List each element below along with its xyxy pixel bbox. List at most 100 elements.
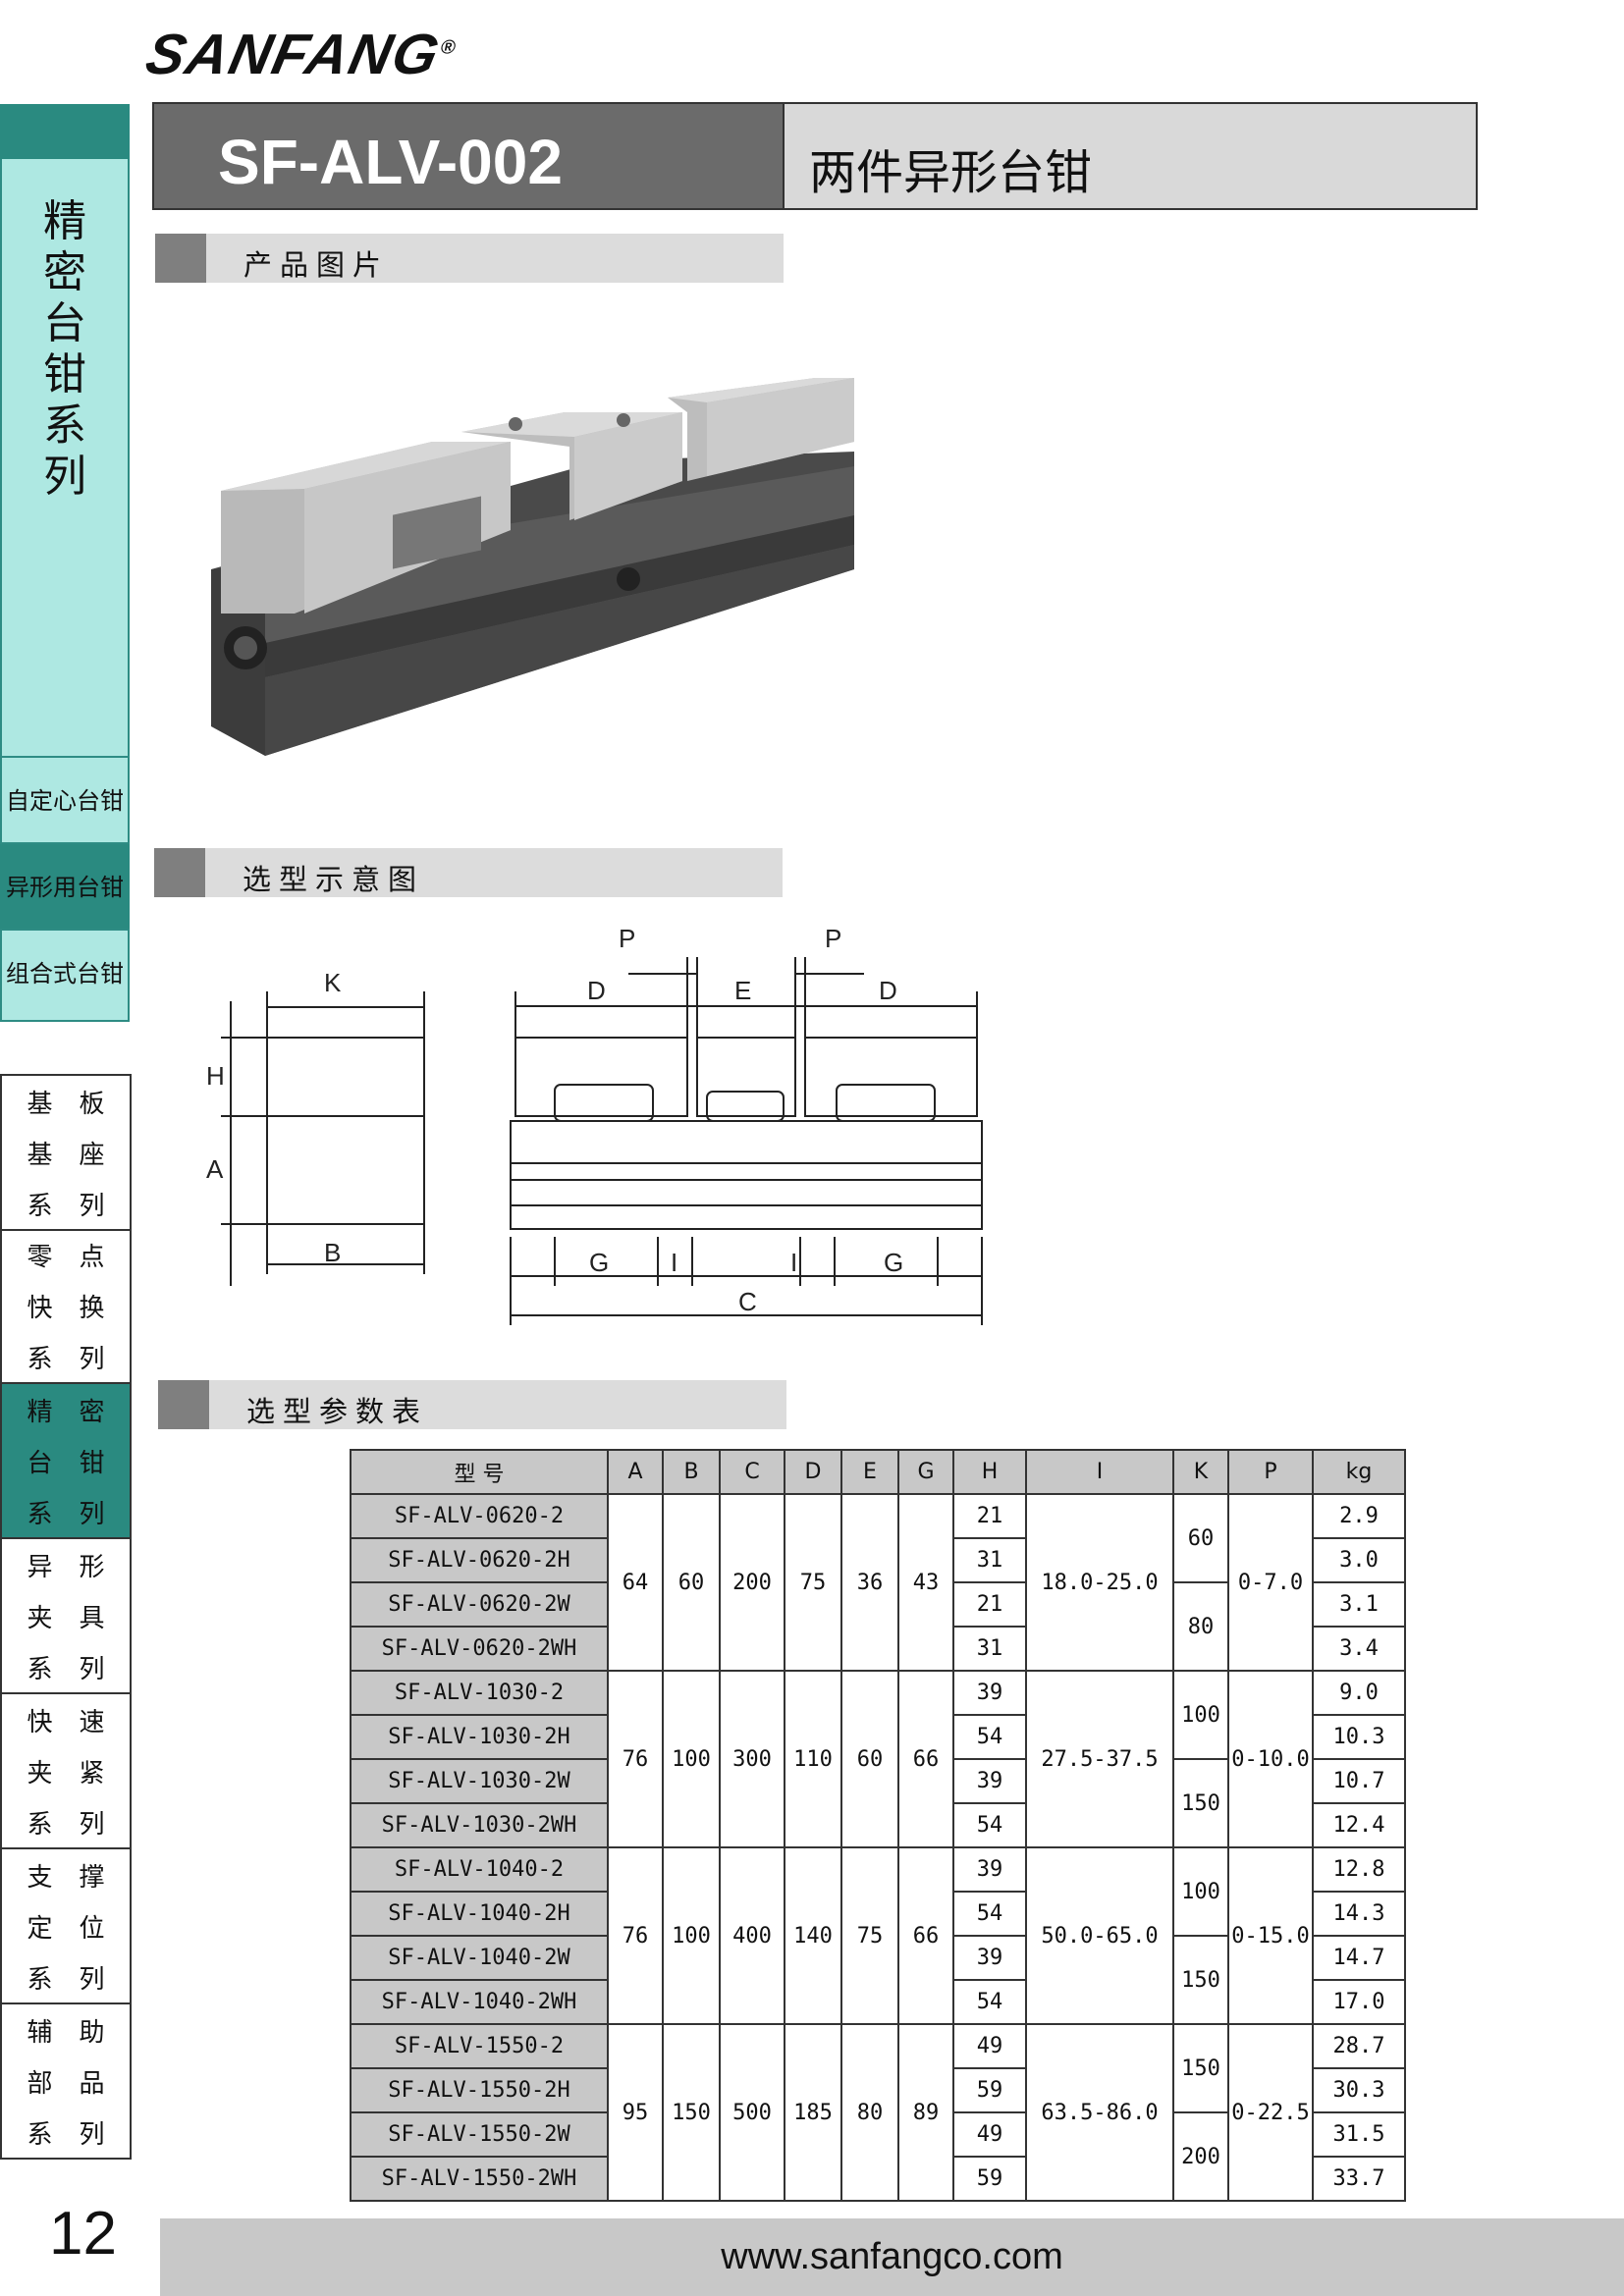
sidebar-item[interactable]: 自定心台钳 <box>0 756 130 842</box>
category-char: 列 <box>79 1344 105 1374</box>
category-char: 基 <box>27 1089 53 1119</box>
category-row: 系列 <box>2 1486 130 1537</box>
section-table: 选型参数表 <box>158 1380 786 1429</box>
table-cell: SF-ALV-1040-2H <box>350 1891 609 1937</box>
sidebar-item[interactable]: 组合式台钳 <box>0 929 130 1015</box>
category-char: 支 <box>27 1862 53 1893</box>
footer-bar: www.sanfangco.com <box>160 2218 1624 2296</box>
table-cell: SF-ALV-1550-2 <box>350 2023 609 2069</box>
category-row: 快速 <box>2 1694 130 1745</box>
category-block[interactable]: 辅助部品系列 <box>0 2004 132 2160</box>
table-cell: 0-10.0 <box>1227 1670 1314 1848</box>
category-row: 定位 <box>2 1900 130 1951</box>
table-cell: 89 <box>897 2023 954 2202</box>
category-row: 零点 <box>2 1229 130 1280</box>
table-header-cell: C <box>719 1449 785 1495</box>
category-char: 系 <box>27 1809 53 1840</box>
table-cell: 31.5 <box>1312 2111 1406 2158</box>
table-cell: 185 <box>784 2023 842 2202</box>
table-cell: 300 <box>719 1670 785 1848</box>
dim-label-i-left: I <box>671 1248 677 1277</box>
category-row: 系列 <box>2 1641 130 1692</box>
category-char: 形 <box>79 1552 105 1582</box>
product-name: 两件异形台钳 <box>783 104 1476 208</box>
dim-label-p-left: P <box>619 924 635 953</box>
dim-label-i-right: I <box>790 1248 797 1277</box>
category-block[interactable]: 快速夹紧系列 <box>0 1694 132 1849</box>
table-cell: 12.8 <box>1312 1846 1406 1893</box>
category-char: 定 <box>27 1913 53 1944</box>
category-block[interactable]: 零点快换系列 <box>0 1229 132 1384</box>
table-cell: 150 <box>1172 2023 1229 2113</box>
table-cell: 200 <box>1172 2111 1229 2202</box>
category-char: 夹 <box>27 1758 53 1789</box>
table-cell: 9.0 <box>1312 1670 1406 1716</box>
table-cell: 49 <box>952 2111 1027 2158</box>
table-cell: 0-22.5 <box>1227 2023 1314 2202</box>
category-block[interactable]: 支撑定位系列 <box>0 1849 132 2004</box>
table-cell: 54 <box>952 1891 1027 1937</box>
category-char: 钳 <box>79 1448 105 1478</box>
table-cell: 66 <box>897 1846 954 2025</box>
table-cell: 200 <box>719 1493 785 1672</box>
category-row: 系列 <box>2 1796 130 1847</box>
table-cell: 3.4 <box>1312 1626 1406 1672</box>
table-cell: 80 <box>1172 1581 1229 1672</box>
table-cell: 10.7 <box>1312 1758 1406 1804</box>
section-diagram: 选型示意图 <box>154 848 783 897</box>
dim-label-g-right: G <box>884 1248 903 1277</box>
section-photo: 产品图片 <box>155 234 784 283</box>
table-header-cell: K <box>1172 1449 1229 1495</box>
category-block[interactable]: 基板基座系列 <box>0 1074 132 1231</box>
dim-label-h: H <box>206 1061 225 1091</box>
table-header-cell: G <box>897 1449 954 1495</box>
table-cell: 49 <box>952 2023 1027 2069</box>
category-char: 辅 <box>27 2017 53 2048</box>
section-diagram-label: 选型示意图 <box>243 863 425 896</box>
category-row: 部品 <box>2 2056 130 2107</box>
table-cell: SF-ALV-1030-2 <box>350 1670 609 1716</box>
table-header-cell: kg <box>1312 1449 1406 1495</box>
table-cell: 64 <box>607 1493 664 1672</box>
table-cell: 0-15.0 <box>1227 1846 1314 2025</box>
table-cell: 59 <box>952 2156 1027 2202</box>
table-cell: 100 <box>1172 1846 1229 1937</box>
dim-label-p-right: P <box>825 924 841 953</box>
table-cell: 150 <box>1172 1758 1229 1848</box>
category-char: 具 <box>79 1603 105 1633</box>
table-cell: 54 <box>952 1802 1027 1848</box>
category-block[interactable]: 异形夹具系列 <box>0 1539 132 1694</box>
dim-label-a: A <box>206 1154 224 1184</box>
table-cell: 80 <box>840 2023 899 2202</box>
table-cell: 36 <box>840 1493 899 1672</box>
footer-url[interactable]: www.sanfangco.com <box>721 2236 1063 2277</box>
table-cell: 110 <box>784 1670 842 1848</box>
section-photo-label: 产品图片 <box>244 248 390 282</box>
sidebar-item[interactable]: 异形用台钳 <box>0 842 130 929</box>
table-cell: 28.7 <box>1312 2023 1406 2069</box>
table-cell: 54 <box>952 1714 1027 1760</box>
table-header-cell: E <box>840 1449 899 1495</box>
dimension-diagram: K H A B P P D E D G I I G C <box>206 924 983 1325</box>
category-char: 快 <box>27 1707 53 1737</box>
table-cell: SF-ALV-0620-2WH <box>350 1626 609 1672</box>
table-cell: SF-ALV-1030-2WH <box>350 1802 609 1848</box>
category-block[interactable]: 精密台钳系列 <box>0 1384 132 1539</box>
table-cell: 39 <box>952 1935 1027 1981</box>
dim-label-k: K <box>324 968 342 997</box>
category-row: 夹紧 <box>2 1745 130 1796</box>
category-char: 列 <box>79 1964 105 1995</box>
table-cell: 31 <box>952 1537 1027 1583</box>
category-char: 系 <box>27 1191 53 1221</box>
table-cell: 10.3 <box>1312 1714 1406 1760</box>
